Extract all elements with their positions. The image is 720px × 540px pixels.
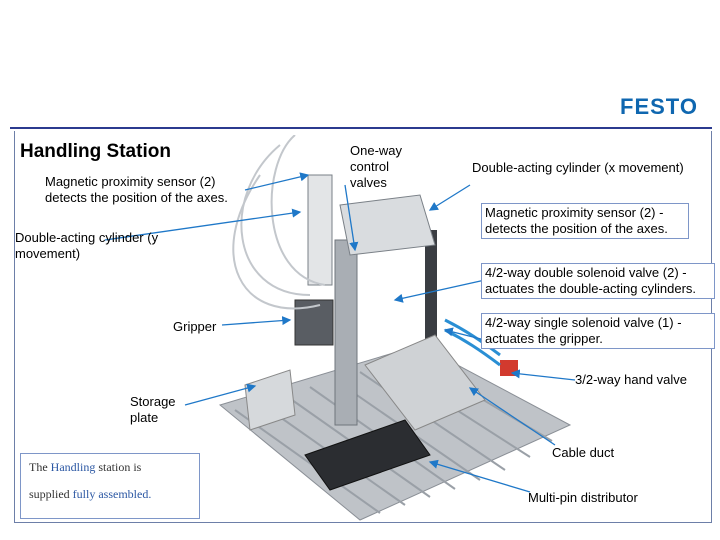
leader-sensor-left xyxy=(244,172,310,191)
leader-cyl-y xyxy=(104,208,302,241)
note-word-1: The xyxy=(29,460,48,474)
leader-distributor xyxy=(428,459,531,493)
label-cable-duct: Cable duct xyxy=(552,445,615,460)
note-word-2: Handling xyxy=(50,460,96,474)
label-valve-double: 4/2-way double solenoid valve (2) - actu… xyxy=(481,263,715,299)
label-oneway: One-way control valves xyxy=(350,143,403,190)
note-word-5: fully assembled. xyxy=(72,487,152,501)
label-valve-single: 4/2-way single solenoid valve (1) - actu… xyxy=(481,313,715,349)
header-rule xyxy=(10,127,712,129)
leader-hand-valve xyxy=(510,369,576,381)
label-cyl-x: Double-acting cylinder (x movement) xyxy=(472,160,684,175)
festo-logo: FESTO xyxy=(620,95,698,117)
leader-cable-duct xyxy=(468,387,556,446)
note-line-1: The Handling station is xyxy=(29,454,191,481)
leader-valve-single xyxy=(443,327,486,341)
note-line-2: supplied fully assembled. xyxy=(29,481,191,508)
festo-logo-text: FESTO xyxy=(620,95,698,117)
label-sensor-left: Magnetic proximity sensor (2) detects th… xyxy=(45,174,228,205)
leader-oneway xyxy=(344,184,359,252)
note-word-3: station is xyxy=(98,460,142,474)
leader-storage xyxy=(184,383,257,406)
note-box: The Handling station is supplied fully a… xyxy=(20,453,200,519)
page-title: Handling Station xyxy=(20,141,171,162)
leader-valve-double xyxy=(393,279,486,303)
label-gripper: Gripper xyxy=(173,319,217,334)
label-distributor: Multi-pin distributor xyxy=(528,490,638,505)
leader-cyl-x xyxy=(428,184,471,211)
label-cyl-y: Double-acting cylinder (y movement) xyxy=(15,230,159,261)
leader-gripper xyxy=(221,316,292,326)
label-hand-valve: 3/2-way hand valve xyxy=(575,372,688,387)
label-storage: Storage plate xyxy=(130,394,176,425)
handling-station-photo xyxy=(218,135,572,521)
note-word-4: supplied xyxy=(29,487,70,501)
label-sensor-right: Magnetic proximity sensor (2) - detects … xyxy=(481,203,689,239)
